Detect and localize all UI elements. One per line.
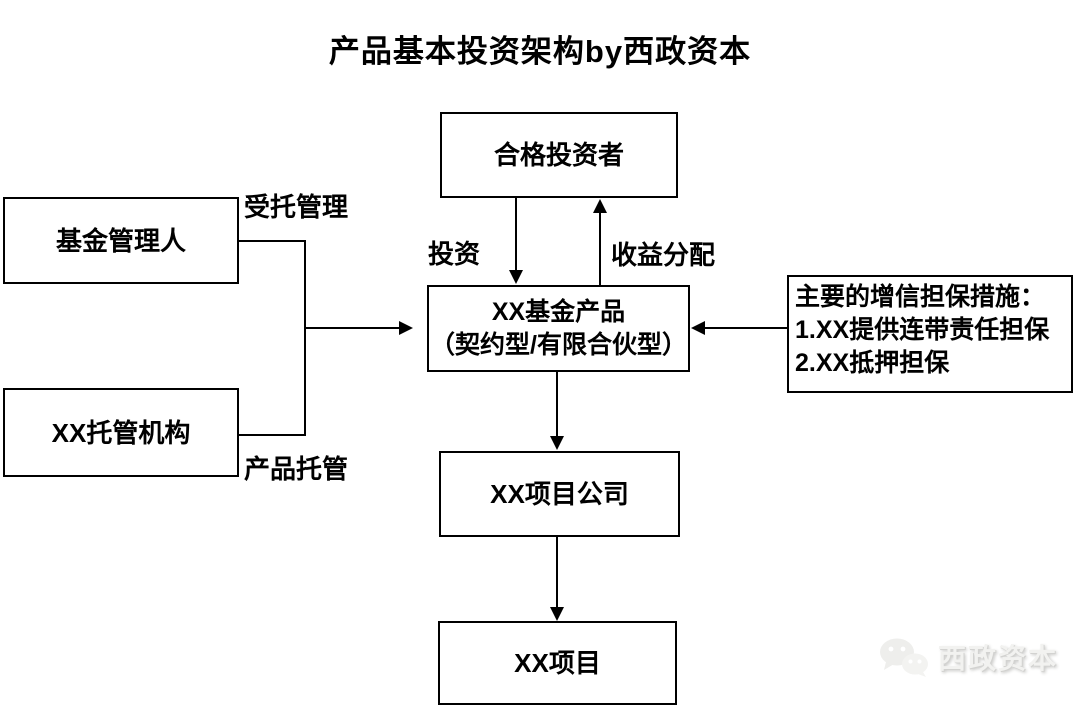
node-label-line2: （契约型/有限合伙型） [430,330,687,359]
node-label: XX项目公司 [490,479,629,509]
connector-manager-custodian-bracket [239,240,306,436]
arrowhead-up-icon [593,199,607,213]
node-label: XX托管机构 [51,417,191,448]
node-fund-manager: 基金管理人 [3,197,239,284]
arrowhead-left-icon [691,321,705,335]
label-product-custody: 产品托管 [244,454,349,484]
arrowhead-down-icon [550,607,564,621]
connector-fund-product-to-project-company [550,372,564,450]
connector-guarantee-to-fund-product [691,321,787,335]
node-qualified-investors: 合格投资者 [440,112,678,198]
arrowhead-down-icon [509,270,523,284]
page-title: 产品基本投资架构by西政资本 [328,34,752,69]
guarantee-item-1: 1.XX提供连带责任担保 [795,316,1050,344]
label-income-distribution: 收益分配 [611,240,716,270]
node-label: 合格投资者 [493,140,624,170]
watermark: 西政资本 [876,636,1058,678]
wechat-logo-icon [880,638,928,677]
node-fund-product: XX基金产品 （契约型/有限合伙型） [427,285,690,372]
connector-bracket-to-fund-product [305,321,413,335]
connector-project-company-to-project [550,537,564,621]
node-project: XX项目 [438,621,677,705]
arrowhead-right-icon [399,321,413,335]
guarantee-item-2: 2.XX抵押担保 [795,349,950,377]
node-label-line1: XX基金产品 [491,297,626,326]
node-custodian: XX托管机构 [3,388,239,477]
node-label: XX项目 [514,648,601,678]
label-entrusted-management: 受托管理 [244,192,349,222]
watermark-text: 西政资本 [938,643,1059,674]
node-guarantee-measures: 主要的增信担保措施： 1.XX提供连带责任担保 2.XX抵押担保 [787,275,1073,393]
arrowhead-down-icon [550,436,564,450]
connector-income-distribution [593,199,607,285]
connector-investment [509,198,523,284]
node-label: 基金管理人 [55,225,186,256]
guarantee-title: 主要的增信担保措施： [795,283,1046,311]
label-investment: 投资 [428,239,481,269]
node-project-company: XX项目公司 [439,451,680,537]
